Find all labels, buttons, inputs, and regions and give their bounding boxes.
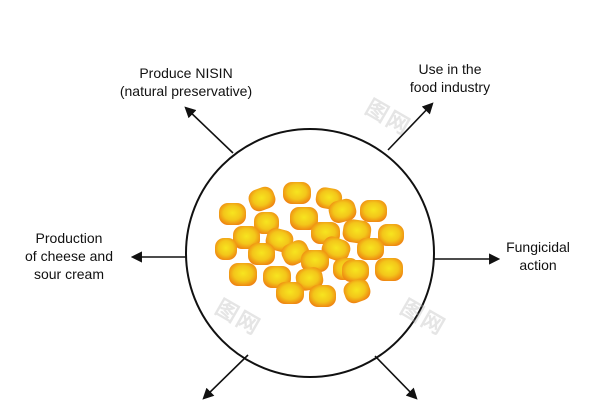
arrow-food-industry	[387, 102, 434, 151]
arrow-bottom-left	[202, 354, 249, 400]
label-food-industry: Use in the food industry	[390, 60, 510, 96]
lactic-acid-bacteria-icon	[215, 182, 404, 307]
label-produce-nisin-line1: Produce NISIN	[139, 65, 233, 81]
label-cheese-production: Production of cheese and sour cream	[14, 229, 124, 283]
label-fungicidal-action-line2: action	[519, 257, 557, 273]
label-cheese-production-line2: of cheese and	[25, 248, 113, 264]
label-food-industry-line1: Use in the	[418, 61, 482, 77]
label-fungicidal-action: Fungicidal action	[498, 238, 578, 274]
label-produce-nisin-line2: (natural preservative)	[119, 83, 253, 99]
arrow-nisin	[184, 106, 234, 154]
label-food-industry-line2: food industry	[409, 79, 491, 95]
label-cheese-production-line1: Production	[35, 230, 103, 246]
arrow-bottom-right	[374, 355, 418, 400]
label-produce-nisin: Produce NISIN (natural preservative)	[96, 64, 276, 100]
label-fungicidal-action-line1: Fungicidal	[506, 239, 570, 255]
label-cheese-production-line3: sour cream	[33, 266, 105, 282]
